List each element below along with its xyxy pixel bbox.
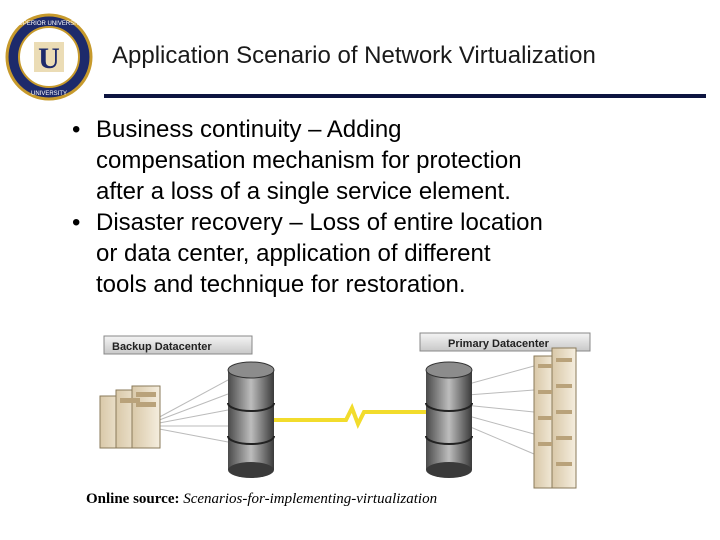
backup-label-box [103, 335, 253, 355]
bullet-line: tools and technique for restoration. [96, 271, 466, 298]
replication-link [274, 403, 438, 429]
primary-database-icon [425, 361, 473, 478]
bullet-list: • Business continuity – Adding compensat… [72, 114, 672, 300]
logo-letter: U [38, 42, 60, 75]
bullet-line: compensation mechanism for protection [96, 147, 522, 174]
university-logo: U SUPERIOR UNIVERSITY UNIVERSITY [5, 13, 93, 101]
bullet-line: after a loss of a single service element… [96, 178, 511, 205]
title-underline [104, 94, 706, 98]
primary-datacenter-label: Primary Datacenter [448, 338, 550, 350]
bullet-marker: • [72, 116, 81, 143]
logo-ring-text-bottom: UNIVERSITY [31, 91, 67, 97]
primary-servers-icon [533, 347, 577, 489]
source-text: Scenarios-for-implementing-virtualizatio… [179, 491, 438, 507]
bullet-line: or data center, application of different [96, 240, 491, 267]
source-prefix: Online source: [86, 491, 180, 507]
logo-ring-text: SUPERIOR UNIVERSITY [14, 21, 83, 27]
backup-datacenter-label: Backup Datacenter [112, 341, 212, 353]
primary-label-box [419, 332, 591, 352]
bullet-line: Business continuity – Adding [96, 116, 402, 143]
bullet-marker: • [72, 209, 81, 236]
bullet-item: • Disaster recovery – Loss of entire loc… [72, 207, 672, 300]
backup-links [153, 379, 229, 443]
backup-servers-icon [99, 385, 161, 449]
bullet-item: • Business continuity – Adding compensat… [72, 114, 672, 207]
backup-database-icon [227, 361, 275, 478]
datacenter-diagram: Backup Datacenter Primary Datacenter [99, 332, 591, 489]
slide-title: Application Scenario of Network Virtuali… [112, 42, 596, 69]
bullet-line: Disaster recovery – Loss of entire locat… [96, 209, 543, 236]
source-citation: Online source: Scenarios-for-implementin… [86, 491, 437, 508]
